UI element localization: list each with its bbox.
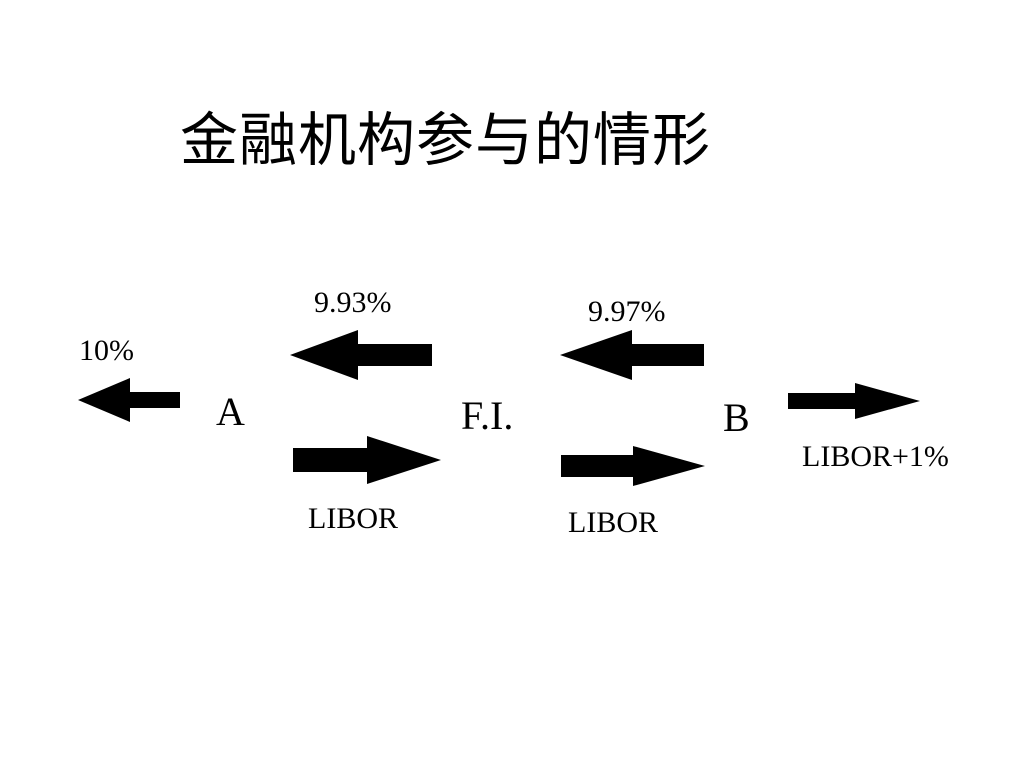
arrow-fi-to-a-left bbox=[290, 330, 432, 380]
arrow-fi-to-b-right bbox=[561, 446, 705, 486]
arrow-b-out-right bbox=[788, 383, 920, 419]
rate-a-to-fi: LIBOR bbox=[308, 502, 398, 535]
arrow-a-to-fi-right bbox=[293, 436, 441, 484]
rate-a-out: 10% bbox=[79, 334, 134, 367]
arrow-a-out-left bbox=[78, 378, 180, 422]
arrow-b-to-fi-left bbox=[560, 330, 704, 380]
rate-fi-to-a: 9.93% bbox=[314, 286, 392, 319]
rate-b-to-fi: 9.97% bbox=[588, 295, 666, 328]
node-fi: F.I. bbox=[461, 393, 514, 438]
node-a: A bbox=[216, 389, 245, 434]
slide-title: 金融机构参与的情形 bbox=[180, 108, 712, 173]
rate-b-out: LIBOR+1% bbox=[802, 440, 949, 473]
rate-fi-to-b: LIBOR bbox=[568, 506, 658, 539]
node-b: B bbox=[723, 395, 750, 440]
